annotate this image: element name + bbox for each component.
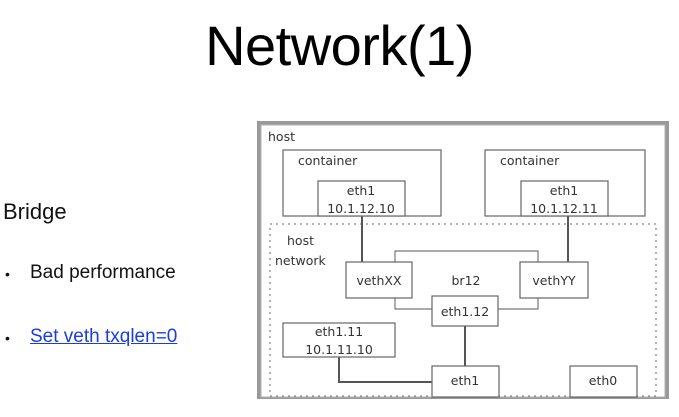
- veth-right-box: [519, 261, 589, 299]
- host-network-label: host: [287, 233, 314, 248]
- ip-label: 10.1.12.10: [327, 201, 395, 216]
- host-label: host: [268, 129, 295, 144]
- bridge-outline: [394, 297, 432, 310]
- eth0-box: [569, 365, 638, 398]
- bullet-dot-icon: •: [5, 266, 10, 282]
- bridge-outline: [394, 250, 539, 263]
- bullet-dot-icon: •: [5, 330, 10, 346]
- veth-right-label: vethYY: [532, 273, 576, 288]
- vlan11-ip: 10.1.11.10: [305, 342, 373, 357]
- bridge-label: br12: [452, 273, 481, 288]
- section-heading: Bridge: [3, 199, 67, 224]
- container-eth1-box: [520, 180, 609, 217]
- container-label: container: [500, 153, 560, 168]
- veth-left-label: vethXX: [356, 273, 401, 288]
- vlan11-label: eth1.11: [315, 324, 363, 339]
- link-line: [338, 357, 432, 383]
- eth0-label: eth0: [589, 373, 618, 388]
- vlan12-box: [431, 295, 499, 327]
- bridge-outline: [498, 297, 539, 310]
- bullet-text: Bad performance: [30, 262, 176, 283]
- iface-label: eth1: [347, 183, 375, 198]
- eth1-label: eth1: [451, 373, 479, 388]
- eth1-box: [431, 365, 500, 398]
- iface-label: eth1: [550, 183, 578, 198]
- host-network-label: network: [275, 253, 327, 268]
- vlan12-label: eth1.12: [441, 304, 489, 319]
- veth-left-box: [345, 261, 413, 299]
- ip-label: 10.1.12.11: [530, 201, 598, 216]
- container-eth1-box: [317, 180, 406, 217]
- vlan11-box: [282, 322, 396, 358]
- txqlen-link[interactable]: Set veth txqlen=0: [30, 326, 178, 347]
- container-label: container: [298, 153, 358, 168]
- slide-title: Network(1): [205, 14, 474, 77]
